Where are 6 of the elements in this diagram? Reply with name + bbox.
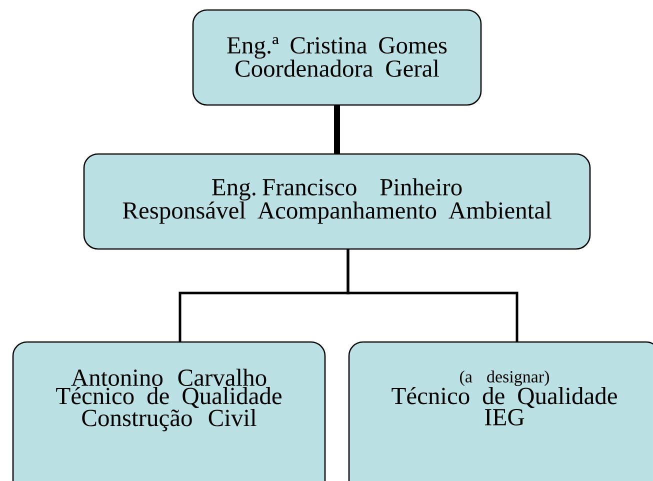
org-box: Antonino Carvalho Técnico de Qualidade Construção Civil <box>12 341 326 481</box>
connector-line <box>346 248 518 342</box>
org-box: Eng. Francisco Pinheiro Responsável Acompanhamento Ambiental <box>83 153 591 250</box>
org-box: Eng.ª Cristina Gomes Coordenadora Geral <box>192 9 482 106</box>
org-box: (a designar) Técnico de Qualidade IEG <box>348 341 653 481</box>
connector-line <box>334 105 340 154</box>
